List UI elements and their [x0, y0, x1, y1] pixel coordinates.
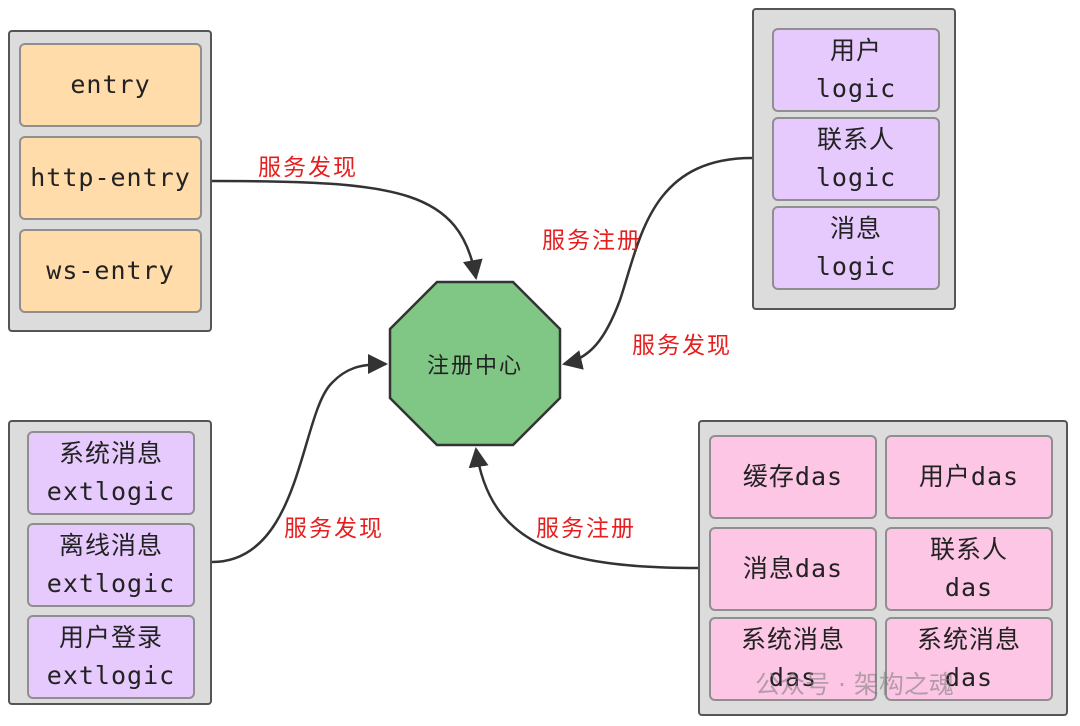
edge-label-entry-discovery: 服务发现: [258, 155, 358, 181]
registry-hub: [388, 280, 562, 447]
extlogic-group: 系统消息 extlogic 离线消息 extlogic 用户登录 extlogi…: [8, 420, 212, 705]
user-logic-box: 用户 logic: [772, 28, 940, 112]
edge-label-logic-register: 服务注册: [542, 228, 642, 254]
http-entry-box: http-entry: [19, 136, 202, 220]
message-das-box: 消息das: [709, 527, 877, 611]
edge-logic-register: [562, 156, 753, 370]
cache-das-box: 缓存das: [709, 435, 877, 519]
das-group: 缓存das 用户das 消息das 联系人 das 系统消息 das 系统消息 …: [698, 420, 1068, 716]
edge-das-register: [468, 447, 699, 570]
user-das-box: 用户das: [885, 435, 1053, 519]
edge-label-das-register: 服务注册: [536, 516, 636, 542]
edge-entry-discovery: [211, 179, 483, 280]
contact-das-box: 联系人 das: [885, 527, 1053, 611]
system-message-das-box-2: 系统消息 das: [885, 617, 1053, 701]
hub-label: 注册中心: [426, 354, 523, 379]
entry-box: entry: [19, 43, 202, 127]
system-message-das-box: 系统消息 das: [709, 617, 877, 701]
logic-group: 用户 logic 联系人 logic 消息 logic: [752, 8, 956, 310]
message-logic-box: 消息 logic: [772, 206, 940, 290]
offline-message-extlogic-box: 离线消息 extlogic: [27, 523, 195, 607]
entry-group: entry http-entry ws-entry: [8, 30, 212, 332]
user-login-extlogic-box: 用户登录 extlogic: [27, 615, 195, 699]
edge-label-logic-discovery: 服务发现: [632, 333, 732, 359]
ws-entry-box: ws-entry: [19, 229, 202, 313]
system-message-extlogic-box: 系统消息 extlogic: [27, 431, 195, 515]
edge-extlogic-discovery: [211, 354, 388, 564]
edge-label-extlogic-discovery: 服务发现: [284, 516, 384, 542]
contact-logic-box: 联系人 logic: [772, 117, 940, 201]
watermark: 公众号 · 架构之魂: [755, 670, 954, 699]
